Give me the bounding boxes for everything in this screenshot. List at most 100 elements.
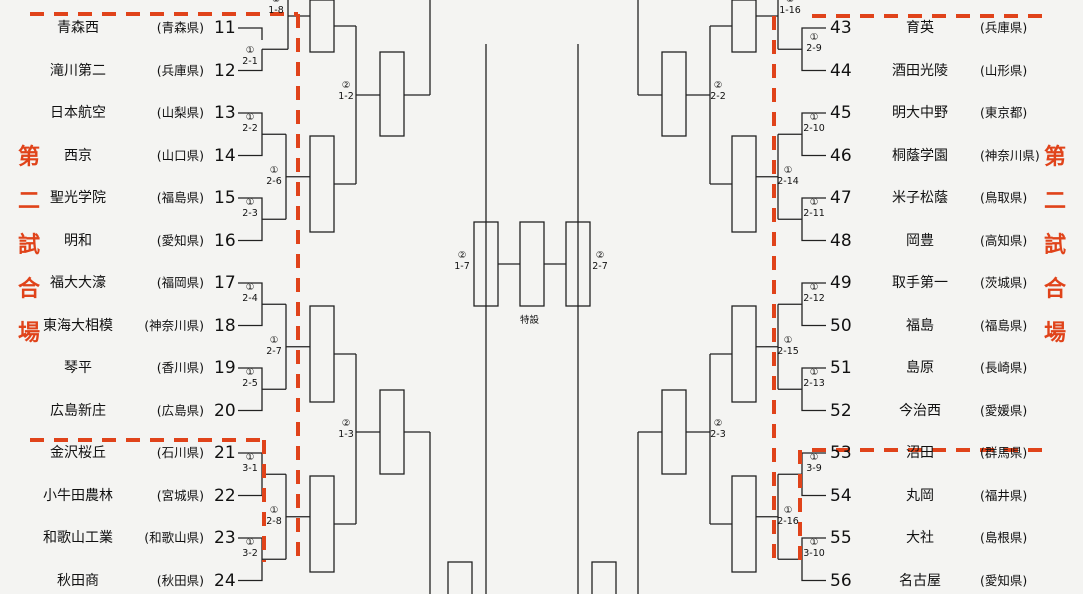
- match-number: 2-15: [777, 345, 799, 357]
- round-mark: ①: [245, 452, 255, 464]
- team-name: 酒田光陵: [892, 62, 948, 79]
- team-prefecture: (兵庫県): [156, 62, 204, 78]
- match-number: 2-2: [242, 123, 258, 135]
- team-number: 21: [214, 443, 236, 463]
- round-mark: ①: [809, 32, 819, 43]
- bracket-box: [447, 561, 473, 594]
- venue-char: 合: [17, 277, 40, 302]
- team-number: 47: [830, 188, 852, 208]
- round-mark: ①: [245, 282, 255, 294]
- round-mark: ①: [783, 504, 793, 516]
- match-number: 3-9: [806, 463, 822, 475]
- team-name: 育英: [906, 20, 934, 36]
- round-mark: ①: [245, 45, 255, 57]
- round-mark: ①: [809, 112, 819, 124]
- match-number: 2-12: [803, 293, 825, 305]
- team-name: 琴平: [64, 360, 92, 376]
- team-row: 金沢桜丘(石川県)21: [0, 442, 1083, 464]
- team-row: 小牛田農林(宮城県)22: [0, 485, 1083, 507]
- match-number: 2-10: [803, 123, 825, 135]
- team-name: 沼田: [906, 445, 934, 461]
- team-number: 48: [830, 230, 852, 251]
- team-row: 育英(兵庫県)43: [0, 17, 1083, 39]
- team-prefecture: (広島県): [156, 402, 204, 418]
- team-name: 今治西: [899, 402, 941, 419]
- match-number: 2-4: [242, 293, 258, 305]
- team-row: 琴平(香川県)19: [0, 357, 1083, 379]
- match-number: 1-7: [454, 261, 470, 272]
- team-name: 滝川第二: [50, 62, 106, 79]
- team-number: 18: [214, 315, 236, 336]
- venue-char: 場: [17, 321, 40, 346]
- team-prefecture: (茨城県): [980, 275, 1028, 290]
- team-number: 20: [214, 400, 236, 421]
- team-prefecture: (青森県): [156, 20, 204, 35]
- team-number: 22: [214, 485, 236, 506]
- team-name: 青森西: [57, 20, 99, 36]
- match-number: 2-5: [242, 378, 258, 390]
- team-number: 55: [830, 528, 852, 548]
- team-number: 53: [830, 443, 852, 463]
- team-row: 取手第一(茨城県)49: [0, 272, 1083, 294]
- match-number: 2-3: [242, 208, 258, 220]
- team-number: 24: [214, 570, 236, 591]
- team-number: 46: [830, 145, 852, 166]
- round-mark: ①: [245, 367, 255, 379]
- team-row: 明和(愛知県)16: [0, 230, 1083, 252]
- team-name: 東海大相模: [43, 317, 113, 334]
- team-number: 43: [830, 18, 852, 38]
- venue-label-left: 第二試合場: [14, 136, 44, 356]
- team-row: 福大大濠(福岡県)17: [0, 272, 1083, 294]
- team-row: 大社(島根県)55: [0, 527, 1083, 549]
- team-name: 大社: [906, 530, 934, 546]
- team-row: 和歌山工業(和歌山県)23: [0, 527, 1083, 549]
- team-number: 45: [830, 103, 852, 123]
- round-mark: ①: [269, 504, 279, 516]
- team-name: 福大大濠: [50, 275, 106, 291]
- team-number: 52: [830, 400, 852, 421]
- team-prefecture: (神奈川県): [144, 317, 204, 333]
- team-row: 聖光学院(福島県)15: [0, 187, 1083, 209]
- team-prefecture: (山梨県): [156, 105, 204, 120]
- bracket-line: [238, 49, 263, 72]
- venue-label-right: 第二試合場: [1040, 136, 1070, 356]
- round-mark: ①: [783, 164, 793, 176]
- team-row: 秋田商(秋田県)24: [0, 570, 1083, 592]
- match-number: 2-6: [266, 175, 282, 187]
- team-prefecture: (福井県): [980, 487, 1028, 503]
- team-row: 岡豊(高知県)48: [0, 230, 1083, 252]
- team-name: 和歌山工業: [43, 530, 113, 546]
- venue-char: 第: [1043, 145, 1066, 170]
- round-mark: ①: [809, 452, 819, 464]
- round-mark: ①: [776, 0, 804, 5]
- team-name: 福島: [906, 317, 934, 334]
- team-row: 丸岡(福井県)54: [0, 485, 1083, 507]
- team-prefecture: (福島県): [156, 190, 204, 205]
- team-name: 明和: [64, 232, 92, 249]
- team-number: 56: [830, 570, 852, 591]
- team-row: 広島新庄(広島県)20: [0, 400, 1083, 422]
- team-name: 桐蔭学園: [892, 147, 948, 164]
- team-name: 岡豊: [906, 232, 934, 249]
- team-row: 東海大相模 (神奈川県) 18: [0, 315, 1083, 337]
- round-mark: ②: [713, 418, 723, 429]
- team-prefecture: (山口県): [156, 147, 204, 163]
- round-mark: ②: [595, 250, 605, 261]
- match-number: 2-11: [803, 208, 825, 220]
